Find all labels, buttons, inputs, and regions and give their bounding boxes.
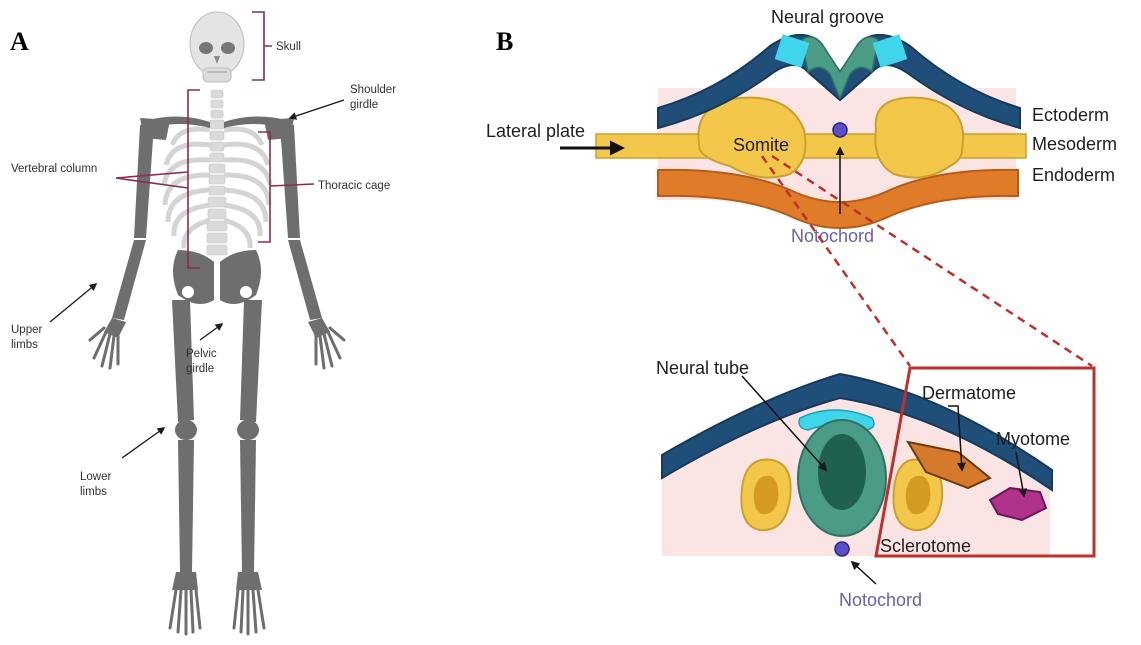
panel-b-letter: B — [496, 27, 513, 56]
notochord-bottom-arrow — [852, 562, 876, 584]
label-pelvic-line2: girdle — [186, 363, 214, 375]
label-thoracic-cage: Thoracic cage — [318, 180, 390, 192]
skeleton-illustration — [90, 12, 344, 634]
label-sclerotome: Sclerotome — [880, 536, 971, 556]
upper-limbs-arrow — [50, 284, 96, 322]
shoulder-arrow — [290, 100, 344, 118]
label-shoulder-line1: Shoulder — [350, 84, 396, 96]
pelvis — [173, 250, 261, 304]
label-neural-groove: Neural groove — [771, 7, 884, 27]
panel-a-letter: A — [10, 27, 29, 56]
label-notochord-bottom: Notochord — [839, 590, 922, 610]
lower-limbs — [170, 300, 264, 634]
label-notochord-top: Notochord — [791, 226, 874, 246]
label-upper-limbs-line2: limbs — [11, 339, 38, 351]
label-myotome: Myotome — [996, 429, 1070, 449]
notochord-top — [833, 123, 847, 137]
label-lower-limbs-line2: limbs — [80, 486, 107, 498]
label-lateral-plate: Lateral plate — [486, 121, 585, 141]
neural-tube-lumen — [818, 434, 866, 510]
label-mesoderm: Mesoderm — [1032, 134, 1117, 154]
vertebral-bracket — [116, 90, 200, 268]
label-somite: Somite — [733, 135, 789, 155]
label-pelvic-line1: Pelvic — [186, 348, 217, 360]
somite-right — [875, 98, 963, 178]
label-dermatome: Dermatome — [922, 383, 1016, 403]
notochord-bottom — [835, 542, 849, 556]
lower-limbs-arrow — [122, 428, 164, 458]
embryo-section-top — [596, 34, 1026, 228]
label-ectoderm: Ectoderm — [1032, 105, 1109, 125]
skull — [190, 12, 244, 82]
label-endoderm: Endoderm — [1032, 165, 1115, 185]
label-lower-limbs-line1: Lower — [80, 471, 111, 483]
skull-bracket — [252, 12, 272, 80]
label-vertebral-column: Vertebral column — [11, 163, 97, 175]
label-neural-tube: Neural tube — [656, 358, 749, 378]
label-upper-limbs-line1: Upper — [11, 324, 42, 336]
label-shoulder-line2: girdle — [350, 99, 378, 111]
label-skull: Skull — [276, 41, 301, 53]
pelvic-arrow — [200, 324, 222, 340]
